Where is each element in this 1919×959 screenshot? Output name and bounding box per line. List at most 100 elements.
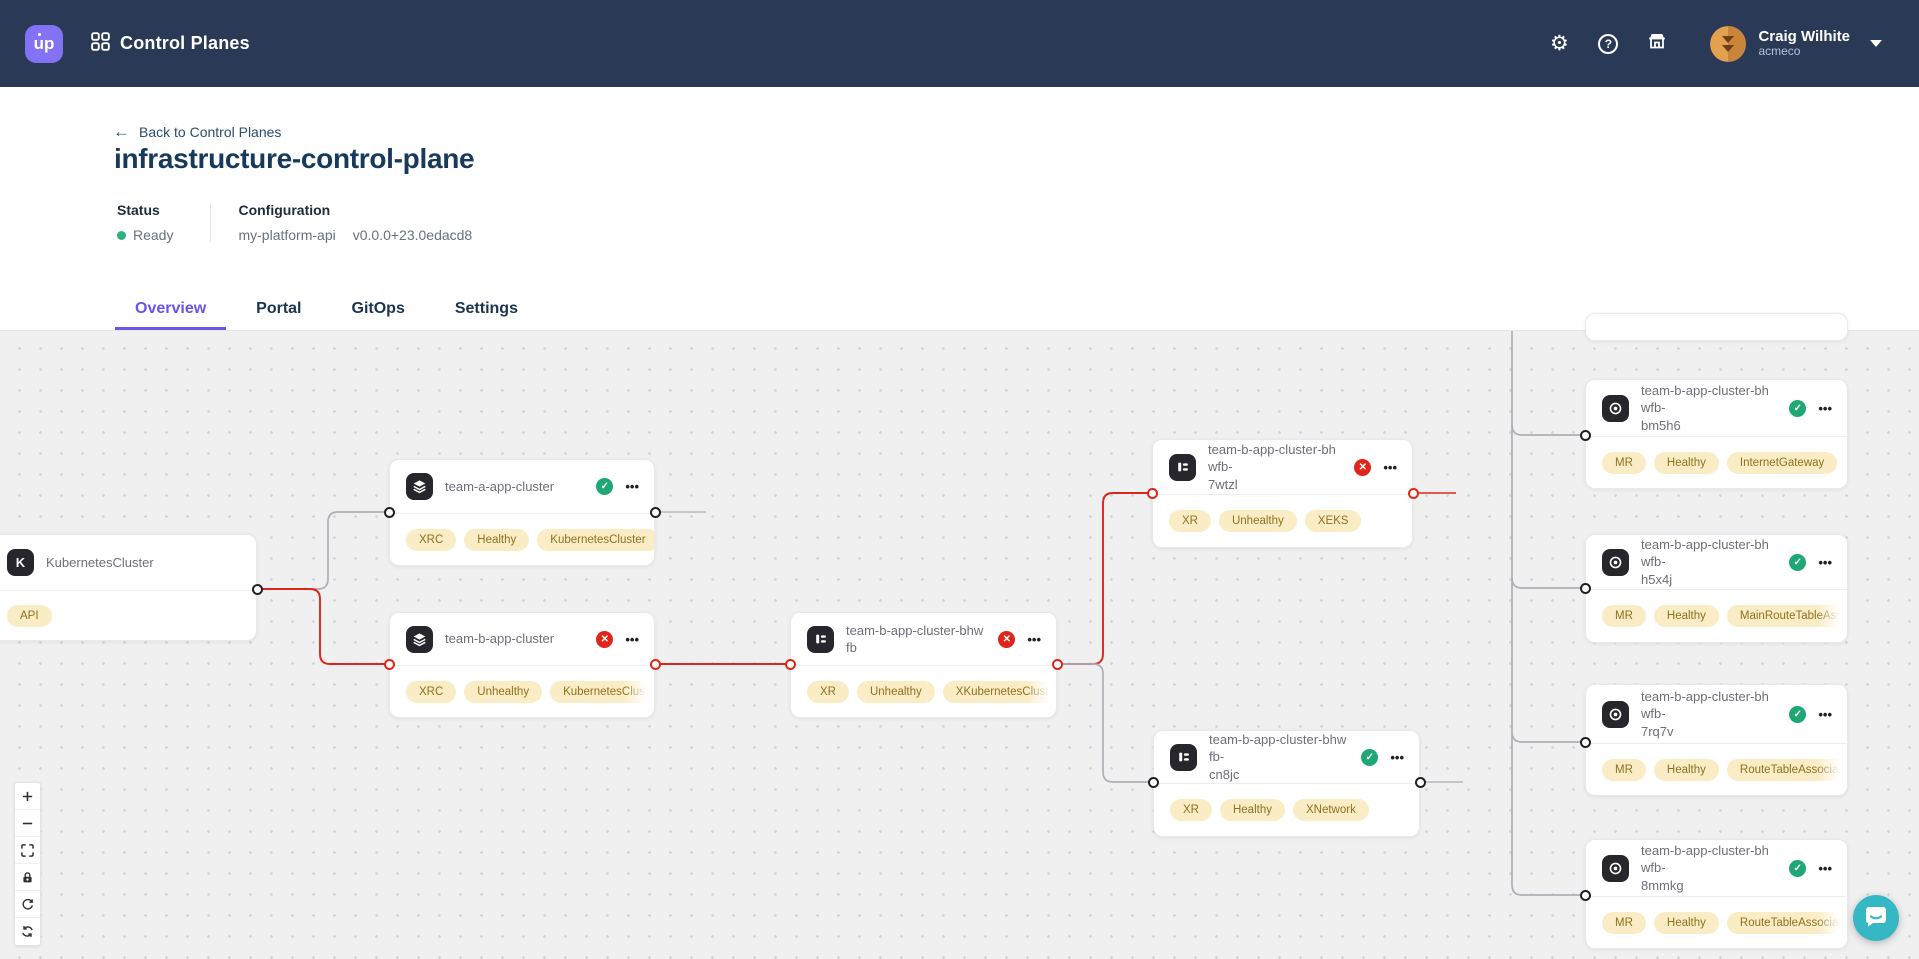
avatar[interactable] [1710,25,1747,62]
node-port[interactable] [649,506,661,518]
layers-icon [406,473,433,500]
app-switcher[interactable] [91,31,110,56]
user-menu[interactable]: Craig Wilhite acmeco [1758,28,1850,59]
node-port[interactable] [1146,487,1158,499]
node-badge: API [7,604,52,627]
back-to-control-planes-link[interactable]: ← Back to Control Planes [113,123,281,140]
chevron-down-icon[interactable] [1870,40,1882,47]
configuration-label: Configuration [238,202,331,218]
node-menu-button[interactable]: ••• [1818,860,1832,876]
upbound-logo[interactable]: up [25,24,63,63]
marketplace-button[interactable] [1646,33,1668,55]
node-badge: Unhealthy [1218,510,1297,532]
node-port[interactable] [649,658,661,670]
node-menu-button[interactable]: ••• [1027,631,1041,647]
node-badge: XKubernetesCluster [942,680,1056,703]
node-port[interactable] [251,583,263,595]
node-menu-button[interactable]: ••• [1383,459,1397,475]
tab-overview[interactable]: Overview [115,290,227,330]
lock-button[interactable] [15,864,40,891]
chat-launcher-button[interactable] [1853,895,1899,941]
node-menu-button[interactable]: ••• [1390,749,1404,765]
node-label: team-b-app-cluster-bhwfb-7wtzl [1208,442,1336,492]
page-title: infrastructure-control-plane [114,143,475,174]
node-port[interactable] [1407,487,1419,499]
logo-dot [38,32,41,36]
node-port[interactable] [1051,658,1063,670]
node-badge: XR [807,680,849,703]
fit-view-button[interactable] [15,837,40,864]
graph-node-offscreen-node-fragment[interactable] [1585,313,1848,341]
tab-bar: Overview Portal GitOps Settings [115,290,538,330]
metadata-section: Status Ready Configuration my-platform-a… [117,203,472,242]
node-port[interactable] [1579,429,1591,441]
metadata-divider [210,203,212,242]
kubernetes-icon: K [7,549,34,576]
node-badge: Unhealthy [856,680,935,703]
grid-icon [91,31,110,56]
tab-gitops[interactable]: GitOps [351,299,405,317]
node-port[interactable] [1579,889,1591,901]
node-badge: KubernetesCluster [537,528,654,551]
node-label: team-a-app-cluster [445,478,555,494]
node-badge: KubernetesCluster [550,680,654,703]
node-label: team-b-app-cluster-bhwfb-bm5h6 [1641,383,1769,433]
rotate-button[interactable] [15,891,40,918]
topbar-actions: ⚙ ? [1521,25,1882,62]
sync-button[interactable] [15,918,40,945]
node-port[interactable] [383,506,395,518]
node-badge: Healthy [1219,799,1285,821]
marketplace-icon [1646,30,1668,57]
node-badge: MR [1602,605,1646,627]
node-port[interactable] [1579,582,1591,594]
zoom-in-button[interactable] [15,783,40,810]
status-healthy-icon: ✓ [1789,553,1807,571]
node-menu-button[interactable]: ••• [625,479,639,494]
tab-portal[interactable]: Portal [256,299,302,317]
node-label: team-b-app-cluster [445,631,555,647]
xr-icon [1169,453,1196,481]
help-button[interactable]: ? [1597,33,1619,55]
tab-settings[interactable]: Settings [454,299,518,317]
status-unhealthy-icon: ✕ [998,630,1016,648]
zoom-out-button[interactable] [15,810,40,837]
node-menu-button[interactable]: ••• [1818,400,1832,416]
node-label: team-b-app-cluster-bhwfb-cn8jc [1209,732,1347,782]
node-menu-button[interactable]: ••• [1818,706,1832,722]
node-port[interactable] [383,658,395,670]
node-port[interactable] [1579,736,1591,748]
status-healthy-icon: ✓ [596,478,614,495]
settings-button[interactable]: ⚙ [1548,33,1570,55]
node-badge: MR [1602,451,1646,474]
node-menu-button[interactable]: ••• [1818,554,1832,570]
status-unhealthy-icon: ✕ [596,630,614,648]
node-menu-button[interactable]: ••• [625,631,639,647]
node-label: team-b-app-cluster-bhwfb-h5x4j [1641,537,1769,587]
status-healthy-icon: ✓ [1789,705,1807,723]
node-port[interactable] [1414,776,1426,788]
node-badge: XNetwork [1292,799,1369,821]
page-context-title: Control Planes [120,33,250,53]
help-icon: ? [1598,33,1619,54]
node-label: team-b-app-cluster-bhwfb-8mmkg [1641,843,1769,893]
mr-icon [1602,394,1629,422]
status-label: Status [117,202,160,218]
node-badge: Healthy [464,528,530,551]
node-port[interactable] [784,658,796,670]
node-badge: Healthy [1653,911,1719,934]
logo-text: up [33,33,55,53]
node-port[interactable] [1147,776,1159,788]
